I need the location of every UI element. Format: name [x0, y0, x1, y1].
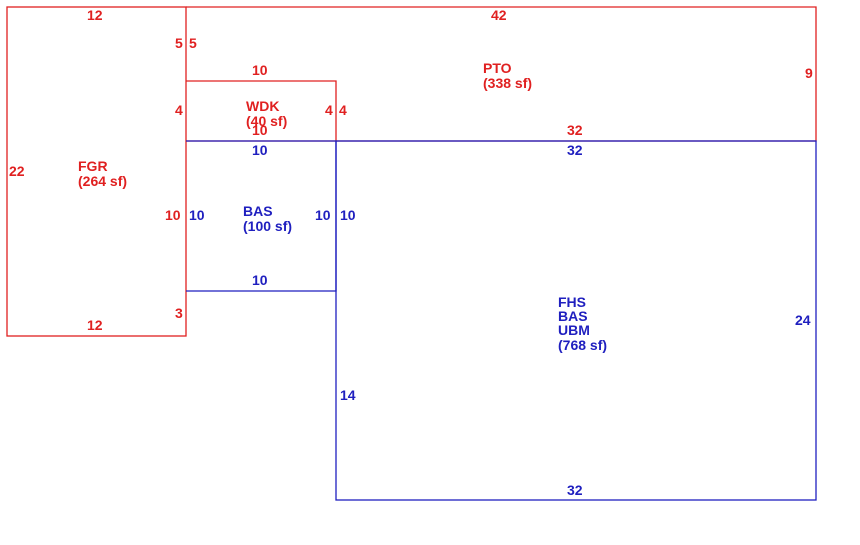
fgr-outline	[6, 6, 187, 337]
dim-pto-right: 9	[805, 65, 813, 81]
main-outline	[335, 140, 817, 501]
dim-fgr-bottom: 12	[87, 317, 103, 333]
dim-fgr-right-mid: 4	[175, 102, 183, 118]
main-code-1: FHS	[558, 294, 586, 310]
main-code-3: UBM	[558, 322, 590, 338]
dim-bas-right: 10	[315, 207, 331, 223]
dim-pto-bottom: 32	[567, 122, 583, 138]
dim-bas-bottom: 10	[252, 272, 268, 288]
wdk-code: WDK	[246, 98, 279, 114]
dim-wdk-right-outer: 4	[339, 102, 347, 118]
dim-fgr-left: 22	[9, 163, 25, 179]
dim-pto-top: 42	[491, 7, 507, 23]
bas-small-code: BAS	[243, 203, 273, 219]
dim-pto-left: 5	[189, 35, 197, 51]
dim-wdk-top: 10	[252, 62, 268, 78]
dim-fgr-top: 12	[87, 7, 103, 23]
main-area: (768 sf)	[558, 337, 607, 353]
dim-fgr-right-lower: 10	[165, 207, 181, 223]
dim-main-bottom: 32	[567, 482, 583, 498]
dim-main-left: 14	[340, 387, 356, 403]
dim-bas-right-outer: 10	[340, 207, 356, 223]
dim-wdk-bottom: 10	[252, 122, 268, 138]
dim-bas-top: 10	[252, 142, 268, 158]
bas-small-area: (100 sf)	[243, 218, 292, 234]
fgr-area: (264 sf)	[78, 173, 127, 189]
dim-main-right: 24	[795, 312, 811, 328]
dim-main-top: 32	[567, 142, 583, 158]
dim-fgr-right-top: 5	[175, 35, 183, 51]
pto-area: (338 sf)	[483, 75, 532, 91]
dim-fgr-right-bottom: 3	[175, 305, 183, 321]
fgr-code: FGR	[78, 158, 108, 174]
pto-code: PTO	[483, 60, 512, 76]
dim-bas-left: 10	[189, 207, 205, 223]
dim-wdk-right: 4	[325, 102, 333, 118]
main-code-2: BAS	[558, 308, 588, 324]
wdk-area: (40 sf)	[246, 113, 287, 129]
